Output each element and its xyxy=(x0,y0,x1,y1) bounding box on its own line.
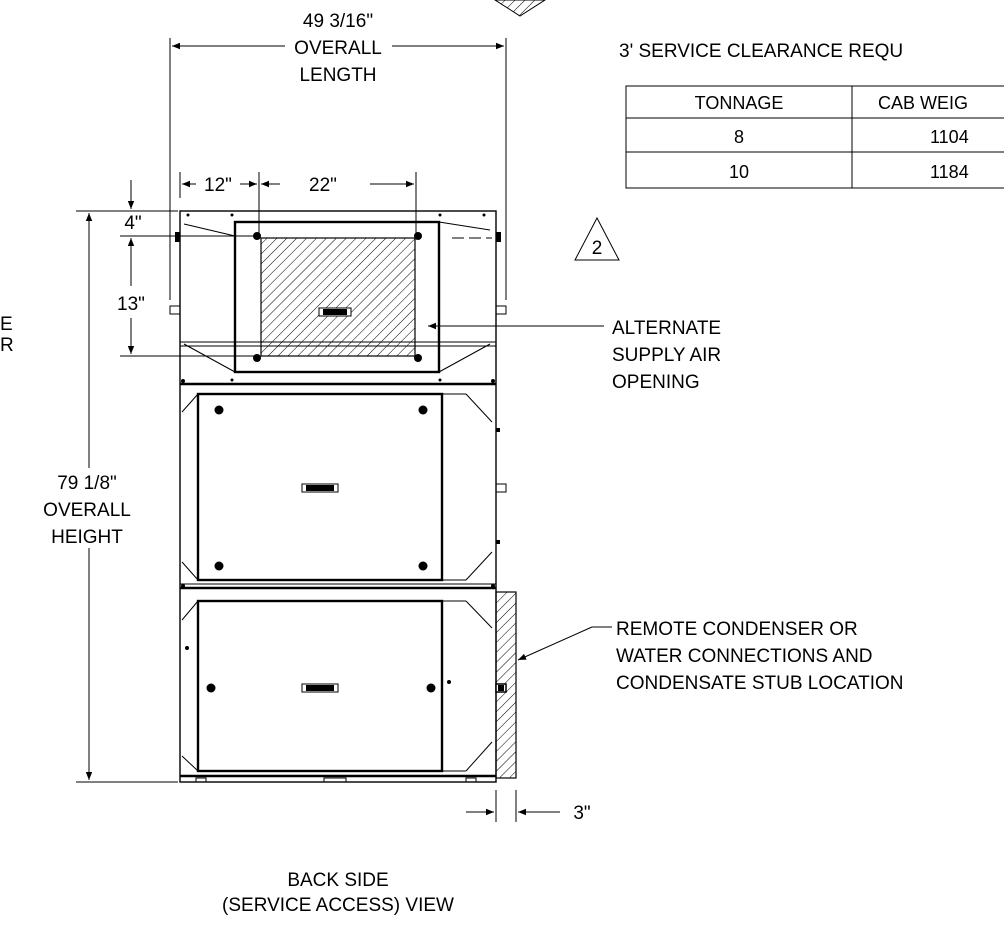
height-value: 79 1/8" xyxy=(57,473,117,494)
height-label-overall: OVERALL xyxy=(43,500,131,521)
supply-air-callout: ALTERNATE SUPPLY AIR OPENING xyxy=(428,318,721,393)
condenser-callout: REMOTE CONDENSER OR WATER CONNECTIONS AN… xyxy=(517,619,904,694)
supply-air-opening-hatch xyxy=(260,237,416,357)
revision-number: 2 xyxy=(592,238,603,259)
condenser-callout-line-3: CONDENSATE STUB LOCATION xyxy=(616,673,904,694)
offset-12-label: 12" xyxy=(204,175,232,196)
offset-4-label: 4" xyxy=(124,213,141,234)
offset-3-label: 3" xyxy=(573,803,590,824)
table-header-cab-weight: CAB WEIG xyxy=(878,93,968,113)
bottom-section xyxy=(181,591,517,779)
height-label-height: HEIGHT xyxy=(51,527,123,548)
overall-height-dimension: 79 1/8" OVERALL HEIGHT xyxy=(43,210,178,783)
left-edge-text-2: R xyxy=(0,335,14,356)
top-section xyxy=(180,213,496,382)
unit-cabinet xyxy=(169,210,517,783)
offset-22-label: 22" xyxy=(309,175,337,196)
table-cell-r1-c1: 8 xyxy=(734,127,744,147)
length-value: 49 3/16" xyxy=(303,11,373,32)
table-cell-r2-c2: 1184 xyxy=(930,162,969,182)
length-label-overall: OVERALL xyxy=(294,38,382,59)
table-header-tonnage: TONNAGE xyxy=(695,93,784,113)
table-cell-r2-c1: 10 xyxy=(729,162,749,182)
condenser-callout-line-2: WATER CONNECTIONS AND xyxy=(616,646,873,667)
side-offset-dimensions: 4" 13" xyxy=(117,180,255,357)
weight-table: TONNAGE CAB WEIG 8 1104 10 1184 xyxy=(625,85,1004,189)
middle-section xyxy=(181,392,500,582)
offset-3-dimension: 3" xyxy=(466,790,591,824)
condenser-callout-line-1: REMOTE CONDENSER OR xyxy=(616,619,858,640)
clearance-hatch-symbol xyxy=(494,0,546,17)
view-title-line-2: (SERVICE ACCESS) VIEW xyxy=(222,895,454,916)
service-clearance-note: 3' SERVICE CLEARANCE REQU xyxy=(619,41,903,62)
overall-length-dimension: 49 3/16" OVERALL LENGTH xyxy=(169,11,507,300)
view-title-line-1: BACK SIDE xyxy=(287,870,388,891)
offset-13-label: 13" xyxy=(117,294,145,315)
supply-callout-line-3: OPENING xyxy=(612,372,700,393)
top-offset-dimensions: 12" 22" xyxy=(179,172,417,235)
supply-callout-line-1: ALTERNATE xyxy=(612,318,721,339)
left-edge-text-1: E xyxy=(0,314,13,335)
revision-marker: 2 xyxy=(574,216,620,261)
supply-callout-line-2: SUPPLY AIR xyxy=(612,345,721,366)
length-label-length: LENGTH xyxy=(299,65,376,86)
table-cell-r1-c2: 1104 xyxy=(930,127,969,147)
